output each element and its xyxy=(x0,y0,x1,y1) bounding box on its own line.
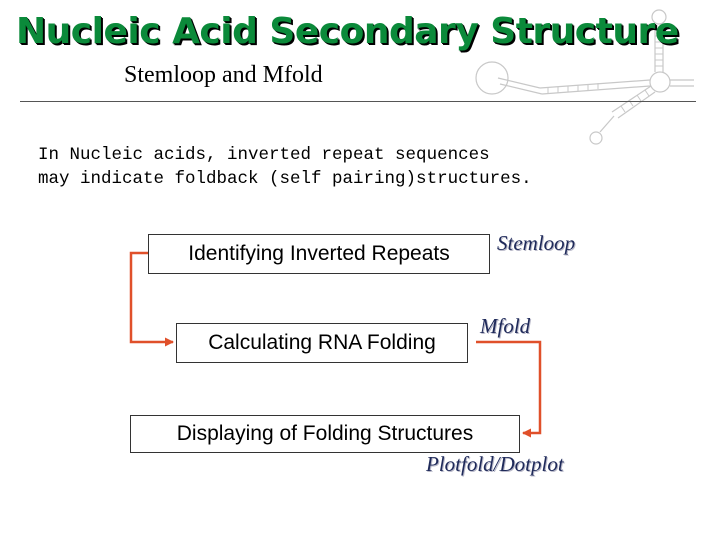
tool-plotfold-dotplot: Plotfold/Dotplot xyxy=(426,452,564,477)
step-calculate-rna-folding: Calculating RNA Folding xyxy=(176,323,468,363)
tool-stemloop: Stemloop xyxy=(497,231,575,256)
step-label: Identifying Inverted Repeats xyxy=(188,242,450,266)
tool-mfold: Mfold xyxy=(480,314,530,339)
step-label: Calculating RNA Folding xyxy=(208,331,436,355)
step-identify-inverted-repeats: Identifying Inverted Repeats xyxy=(148,234,490,274)
step-display-folding-structures: Displaying of Folding Structures xyxy=(130,415,520,453)
step-label: Displaying of Folding Structures xyxy=(177,422,473,446)
